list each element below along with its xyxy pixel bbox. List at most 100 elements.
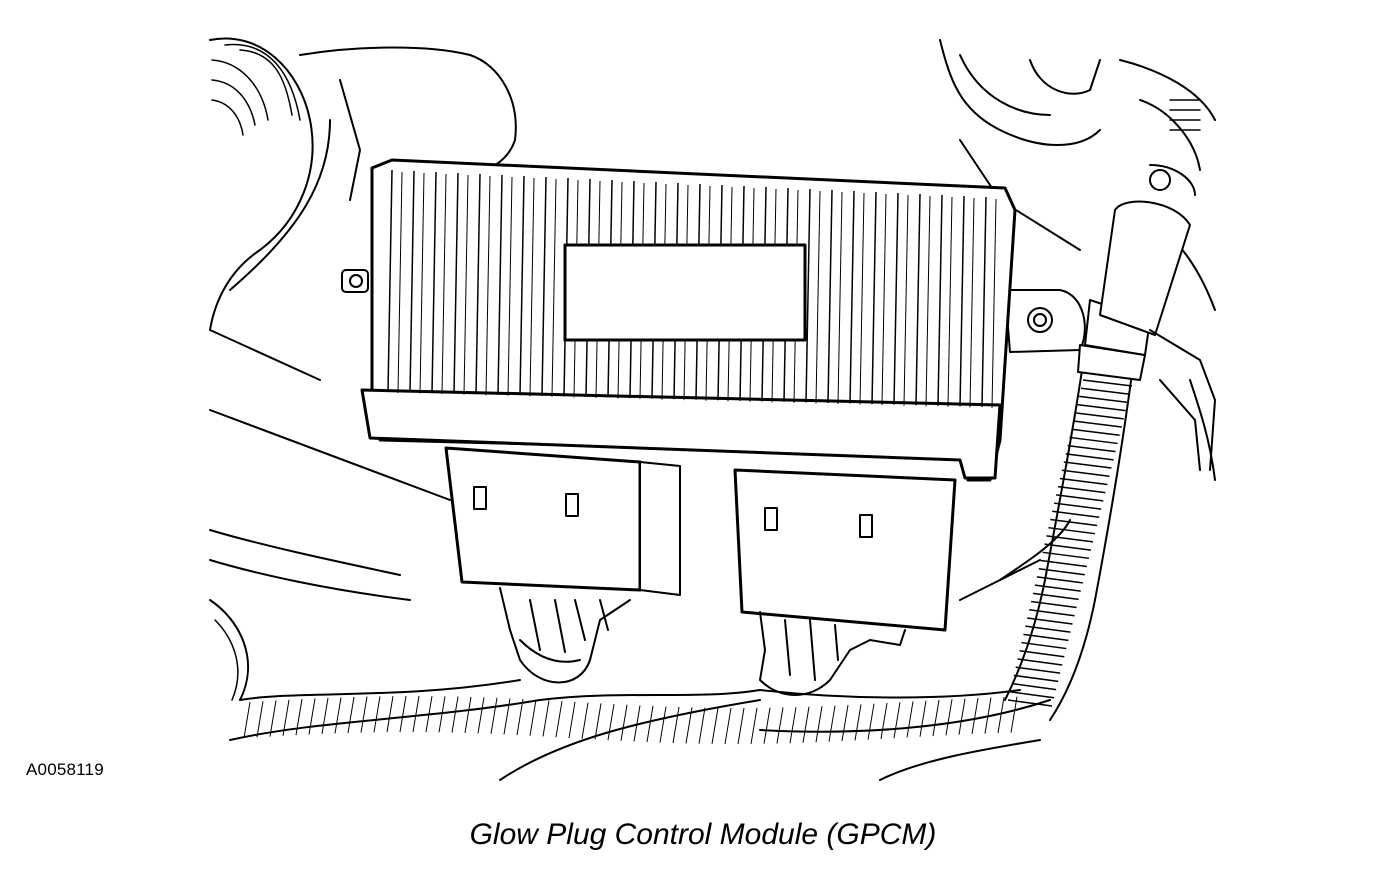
loom-ribs bbox=[1007, 379, 1133, 707]
line-stroke bbox=[497, 174, 503, 395]
line-stroke bbox=[463, 174, 469, 395]
line-stroke bbox=[620, 704, 628, 741]
line-stroke bbox=[1067, 444, 1116, 453]
line-stroke bbox=[997, 696, 1005, 734]
line-stroke bbox=[438, 696, 446, 733]
line-stroke bbox=[880, 702, 888, 740]
line-stroke bbox=[672, 706, 680, 744]
line-stroke bbox=[373, 696, 381, 733]
line-stroke bbox=[893, 192, 899, 405]
line-stroke bbox=[409, 170, 415, 393]
line-stroke bbox=[932, 699, 940, 737]
wiring-harness bbox=[229, 679, 1051, 781]
figure-caption: Glow Plug Control Module (GPCM) bbox=[469, 818, 937, 851]
line-stroke bbox=[295, 699, 303, 736]
gpcm-module bbox=[360, 158, 1017, 482]
line-stroke bbox=[555, 701, 563, 738]
line-stroke bbox=[425, 696, 433, 733]
line-stroke bbox=[1050, 518, 1098, 527]
line-stroke bbox=[937, 194, 943, 406]
line-stroke bbox=[789, 707, 797, 744]
line-stroke bbox=[541, 176, 547, 396]
line-stroke bbox=[849, 190, 855, 404]
line-stroke bbox=[1073, 420, 1122, 428]
line-stroke bbox=[308, 698, 316, 735]
line-stroke bbox=[750, 707, 758, 745]
line-stroke bbox=[419, 172, 425, 394]
line-stroke bbox=[981, 196, 987, 407]
line-stroke bbox=[659, 706, 667, 743]
line-stroke bbox=[1027, 617, 1073, 625]
line-stroke bbox=[958, 698, 966, 735]
line-stroke bbox=[971, 697, 979, 735]
figure-id: A0058119 bbox=[26, 760, 104, 779]
line-stroke bbox=[919, 700, 927, 737]
line-stroke bbox=[485, 175, 491, 396]
line-stroke bbox=[827, 189, 833, 404]
line-stroke bbox=[477, 697, 485, 734]
line-stroke bbox=[542, 700, 550, 737]
line-stroke bbox=[529, 699, 537, 736]
line-stroke bbox=[1079, 395, 1128, 404]
line-stroke bbox=[475, 173, 481, 395]
line-stroke bbox=[881, 193, 887, 406]
line-stroke bbox=[441, 173, 447, 395]
line-stroke bbox=[1063, 461, 1112, 469]
line-stroke bbox=[1021, 641, 1067, 650]
line-stroke bbox=[763, 707, 771, 744]
line-stroke bbox=[360, 696, 368, 733]
line-stroke bbox=[1055, 494, 1104, 502]
line-stroke bbox=[685, 707, 693, 744]
line-stroke bbox=[776, 707, 784, 744]
line-stroke bbox=[1032, 592, 1079, 601]
line-stroke bbox=[1054, 502, 1102, 510]
line-stroke bbox=[1044, 543, 1092, 551]
line-stroke bbox=[1057, 485, 1106, 494]
harness-ribs bbox=[243, 695, 1018, 745]
line-stroke bbox=[737, 707, 745, 745]
line-stroke bbox=[1052, 510, 1100, 519]
corrugated-loom bbox=[1004, 200, 1216, 721]
line-stroke bbox=[841, 704, 849, 742]
line-stroke bbox=[1025, 625, 1071, 633]
line-stroke bbox=[925, 195, 931, 407]
line-stroke bbox=[490, 697, 498, 734]
line-stroke bbox=[1011, 682, 1057, 691]
line-stroke bbox=[1042, 551, 1090, 560]
line-stroke bbox=[1071, 428, 1120, 436]
line-stroke bbox=[1013, 674, 1059, 683]
line-stroke bbox=[551, 178, 557, 397]
line-stroke bbox=[397, 171, 403, 394]
line-stroke bbox=[828, 705, 836, 742]
line-stroke bbox=[959, 195, 965, 407]
line-stroke bbox=[1038, 567, 1085, 576]
mounting-bracket-right bbox=[1004, 289, 1086, 353]
line-stroke bbox=[1080, 387, 1131, 395]
line-stroke bbox=[867, 703, 875, 740]
line-stroke bbox=[711, 707, 719, 744]
line-stroke bbox=[1015, 666, 1061, 674]
line-stroke bbox=[1048, 526, 1096, 535]
line-stroke bbox=[698, 707, 706, 744]
line-stroke bbox=[282, 699, 290, 736]
line-stroke bbox=[321, 697, 329, 734]
line-stroke bbox=[724, 707, 732, 745]
line-stroke bbox=[243, 701, 251, 739]
line-stroke bbox=[802, 706, 810, 743]
line-stroke bbox=[464, 696, 472, 733]
line-stroke bbox=[1029, 609, 1075, 617]
line-stroke bbox=[453, 172, 459, 394]
line-stroke bbox=[347, 696, 355, 734]
label-plate bbox=[563, 243, 807, 342]
line-stroke bbox=[412, 695, 420, 733]
line-stroke bbox=[1082, 379, 1133, 387]
line-stroke bbox=[1046, 535, 1094, 543]
line-stroke bbox=[903, 194, 909, 406]
line-stroke bbox=[256, 701, 264, 738]
line-stroke bbox=[1023, 633, 1069, 642]
line-stroke bbox=[991, 198, 997, 408]
line-stroke bbox=[871, 191, 877, 405]
line-stroke bbox=[1069, 436, 1118, 445]
line-stroke bbox=[1010, 696, 1018, 733]
